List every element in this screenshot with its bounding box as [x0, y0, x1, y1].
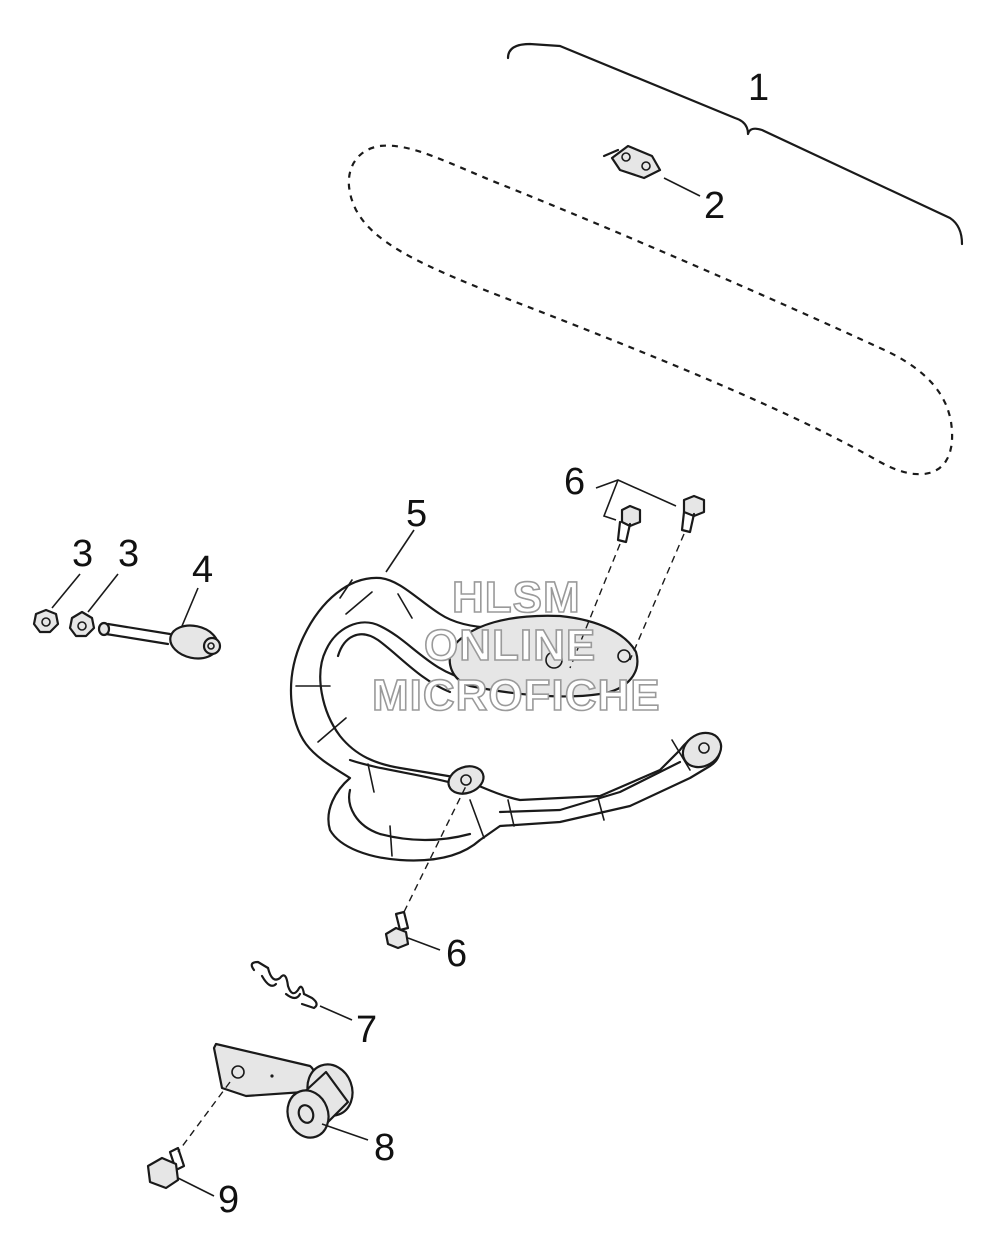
watermark-line-1: HLSM: [452, 573, 581, 622]
callout-8: 8: [374, 1127, 395, 1169]
pivot-bolt: [146, 1146, 186, 1190]
master-link: [602, 144, 662, 180]
callout-9: 9: [218, 1179, 239, 1221]
flange-bolt-upper-left: [616, 504, 642, 544]
tensioner-arm: [212, 1042, 354, 1139]
bolt-axis-upper-right: [629, 533, 685, 661]
leader-6a: [595, 479, 677, 521]
callout-3a: 3: [72, 533, 93, 575]
drive-chain: [346, 143, 955, 477]
leader-2: [663, 177, 701, 197]
leader-4: [181, 587, 199, 627]
callout-6a: 6: [564, 461, 585, 503]
hex-nut-left: [32, 608, 60, 634]
callout-2: 2: [704, 185, 725, 227]
leader-6b: [407, 937, 441, 951]
callout-6b: 6: [446, 933, 467, 975]
callout-5: 5: [406, 493, 427, 535]
hex-nut-right: [68, 610, 96, 638]
tension-spring: [250, 960, 318, 1010]
bolt-axis-arm: [177, 1081, 231, 1153]
group-bracket: [506, 42, 964, 246]
callout-3b: 3: [118, 533, 139, 575]
watermark-line-2: ONLINE: [424, 621, 596, 670]
leader-5: [385, 529, 415, 573]
tension-bolt: [97, 621, 222, 660]
callout-7: 7: [356, 1009, 377, 1051]
bolt-axis-upper-left: [569, 543, 621, 669]
callout-4: 4: [192, 549, 213, 591]
leader-9: [177, 1177, 215, 1197]
flange-bolt-lower: [384, 910, 410, 950]
callout-1: 1: [748, 67, 769, 109]
leader-3a: [51, 573, 81, 609]
leader-8: [321, 1123, 369, 1141]
watermark-line-3: MICROFICHE: [372, 671, 661, 720]
flange-bolt-upper-right: [680, 494, 706, 534]
leader-7: [319, 1005, 353, 1021]
chain-guard: [289, 576, 723, 862]
bolt-axis-lower: [403, 785, 467, 913]
leader-3b: [87, 573, 119, 613]
